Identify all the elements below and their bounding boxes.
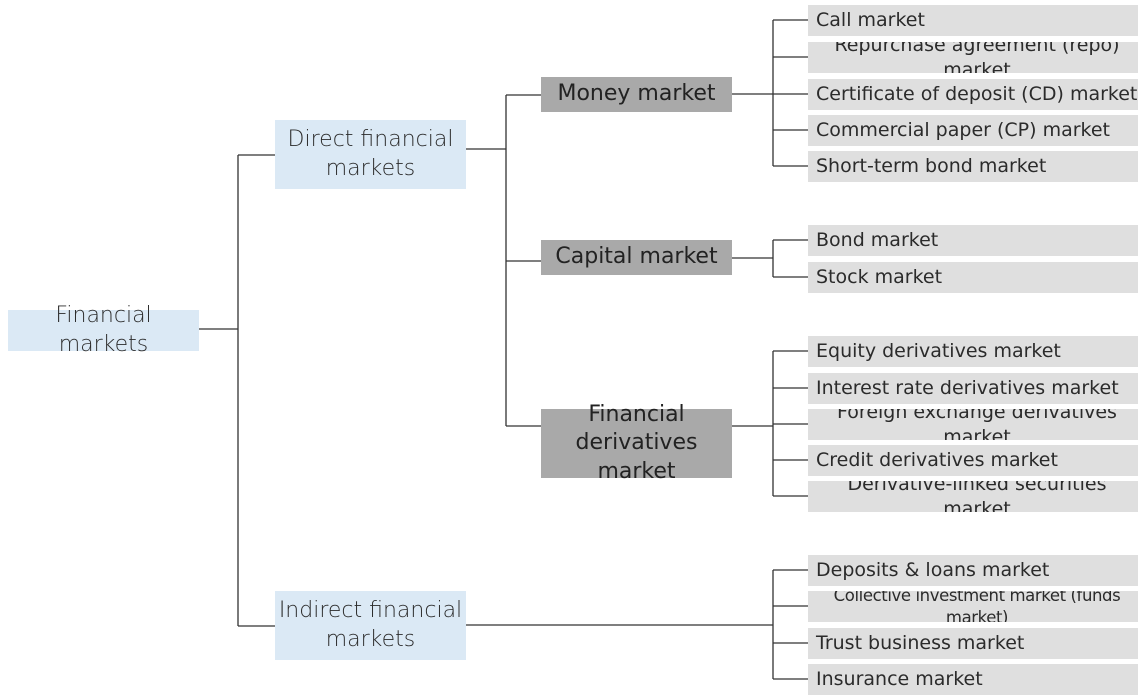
leaf-label: Interest rate derivatives market bbox=[816, 377, 1119, 400]
leaf-cp-market: Commercial paper (CP) market bbox=[808, 115, 1138, 146]
money-label: Money market bbox=[557, 81, 716, 107]
leaf-label: Equity derivatives market bbox=[816, 340, 1061, 363]
leaf-trust-business-market: Trust business market bbox=[808, 628, 1138, 659]
capital-label: Capital market bbox=[555, 244, 718, 270]
leaf-label: Short-term bond market bbox=[816, 155, 1047, 178]
leaf-short-term-bond-market: Short-term bond market bbox=[808, 151, 1138, 182]
connector-direct bbox=[466, 94, 541, 427]
leaf-insurance-market: Insurance market bbox=[808, 664, 1138, 695]
connector-capital bbox=[732, 239, 808, 278]
leaf-label: Foreign exchange derivatives market bbox=[837, 409, 1117, 440]
connector-indirect bbox=[466, 569, 808, 680]
leaf-label: Trust business market bbox=[816, 632, 1025, 655]
derivatives-label: Financial derivatives market bbox=[575, 401, 698, 484]
connector-money bbox=[732, 19, 808, 167]
leaf-stock-market: Stock market bbox=[808, 262, 1138, 293]
leaf-label: Bond market bbox=[816, 229, 939, 252]
node-indirect-financial-markets: Indirect financial markets bbox=[275, 591, 466, 660]
leaf-equity-derivatives-market: Equity derivatives market bbox=[808, 336, 1138, 367]
leaf-label: Certificate of deposit (CD) market bbox=[816, 83, 1138, 106]
leaf-repo-market: Repurchase agreement (repo) market bbox=[808, 42, 1138, 73]
connector-derivatives bbox=[732, 350, 808, 497]
root-label: Financial markets bbox=[55, 302, 152, 357]
indirect-label: Indirect financial markets bbox=[278, 597, 463, 652]
leaf-derivative-linked-securities-market: Derivative-linked securities market bbox=[808, 481, 1138, 512]
leaf-credit-derivatives-market: Credit derivatives market bbox=[808, 445, 1138, 476]
leaf-label: Derivative-linked securities market bbox=[847, 481, 1107, 512]
leaf-call-market: Call market bbox=[808, 5, 1138, 36]
leaf-label: Call market bbox=[816, 9, 925, 32]
node-financial-derivatives-market: Financial derivatives market bbox=[541, 402, 732, 484]
leaf-label: Insurance market bbox=[816, 668, 983, 691]
leaf-deposits-loans-market: Deposits & loans market bbox=[808, 555, 1138, 586]
leaf-label: Repurchase agreement (repo) market bbox=[834, 42, 1120, 73]
leaf-cd-market: Certificate of deposit (CD) market bbox=[808, 79, 1138, 110]
leaf-label: Commercial paper (CP) market bbox=[816, 119, 1110, 142]
leaf-label: Stock market bbox=[816, 266, 943, 289]
connector-root bbox=[199, 154, 275, 627]
leaf-label: Deposits & loans market bbox=[816, 559, 1050, 582]
leaf-bond-market: Bond market bbox=[808, 225, 1138, 256]
leaf-label: Credit derivatives market bbox=[816, 449, 1058, 472]
node-money-market: Money market bbox=[541, 77, 732, 112]
node-direct-financial-markets: Direct financial markets bbox=[275, 120, 466, 189]
leaf-label: Collective investment market (funds mark… bbox=[833, 591, 1121, 622]
leaf-interest-rate-derivatives-market: Interest rate derivatives market bbox=[808, 373, 1138, 404]
direct-label: Direct financial markets bbox=[287, 126, 454, 181]
leaf-collective-investment-market: Collective investment market (funds mark… bbox=[808, 591, 1138, 622]
root-node-financial-markets: Financial markets bbox=[8, 303, 199, 357]
leaf-fx-derivatives-market: Foreign exchange derivatives market bbox=[808, 409, 1138, 440]
node-capital-market: Capital market bbox=[541, 240, 732, 275]
